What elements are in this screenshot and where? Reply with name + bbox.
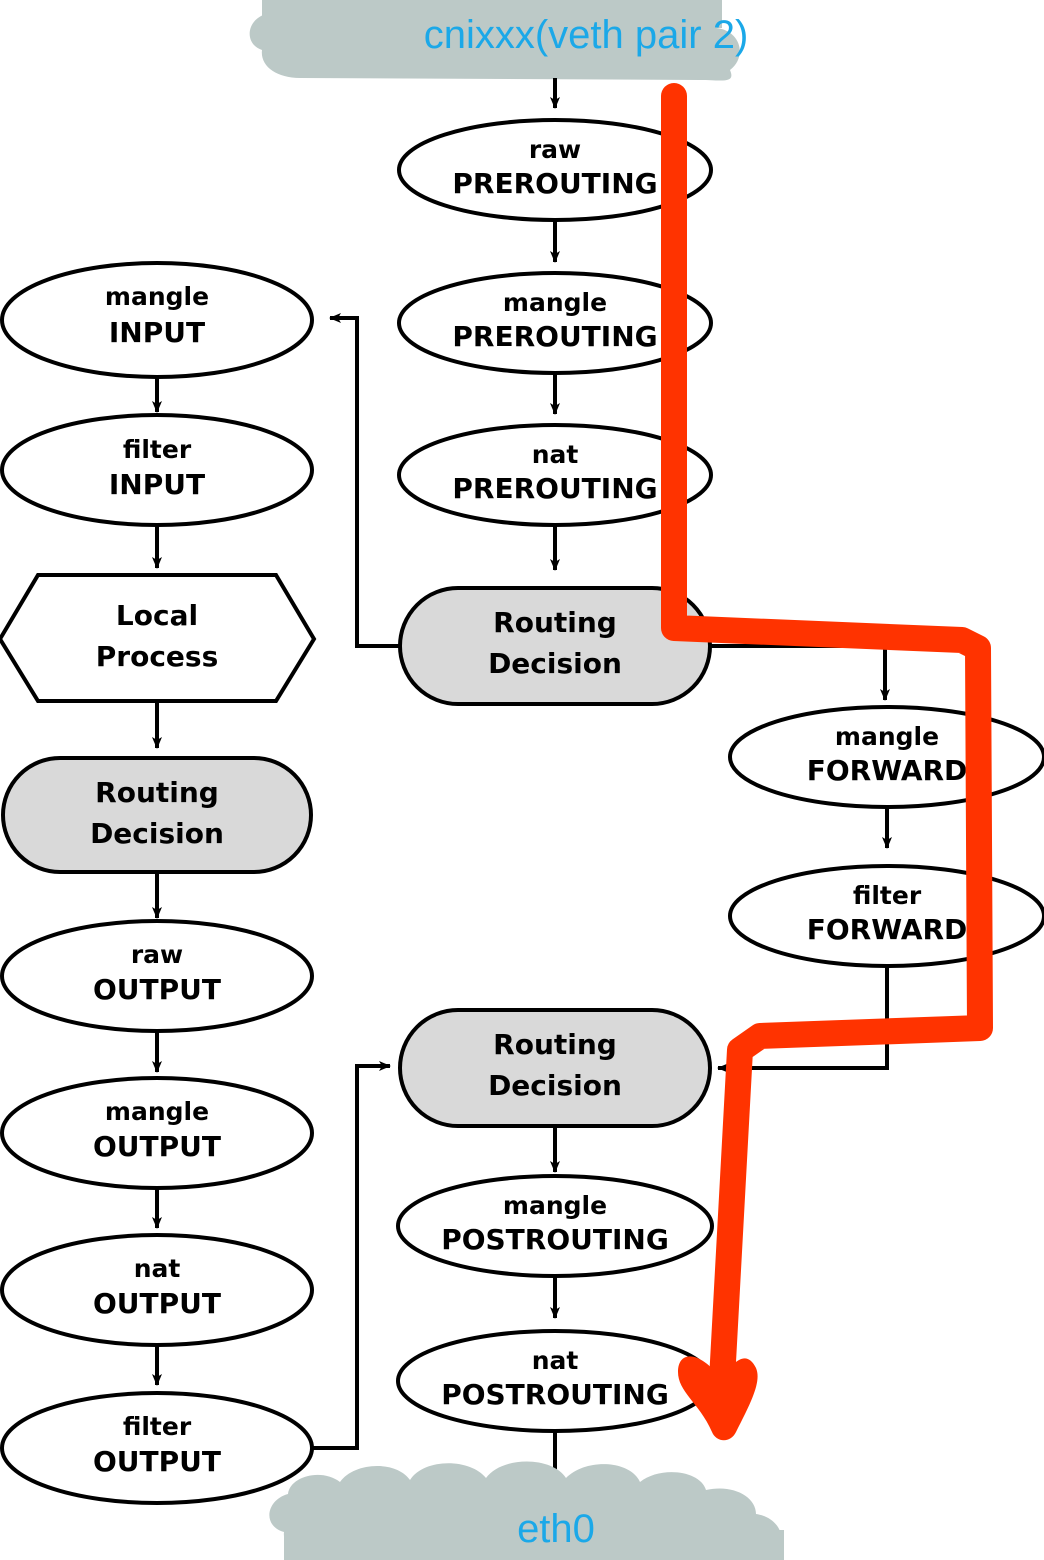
mangle-output-chain: OUTPUT (93, 1130, 221, 1163)
routing-decision-postrouting-line1: Routing (493, 1028, 617, 1061)
edge-decision-to-mangle-forward (710, 644, 890, 701)
raw-prerouting-chain: PREROUTING (452, 167, 657, 200)
local-process-line1: Local (116, 599, 198, 632)
ingress-cloud-label: cnixxx(veth pair 2) (424, 13, 749, 57)
egress-cloud: eth0 (269, 1461, 784, 1560)
routing-decision-output-line2: Decision (90, 817, 224, 850)
mangle-input-table: mangle (105, 282, 209, 311)
filter-forward-table: filter (853, 881, 922, 910)
edge-decision-to-mangle-input (329, 313, 400, 648)
node-raw-output: raw OUTPUT (0, 919, 314, 1033)
mangle-forward-chain: FORWARD (807, 754, 968, 787)
egress-cloud-label: eth0 (517, 1507, 595, 1551)
ingress-cloud: cnixxx(veth pair 2) (249, 0, 749, 81)
node-mangle-input: mangle INPUT (0, 261, 314, 379)
mangle-prerouting-table: mangle (503, 288, 607, 317)
nat-postrouting-table: nat (532, 1346, 579, 1375)
node-filter-forward: filter FORWARD (728, 864, 1044, 968)
node-mangle-prerouting: mangle PREROUTING (397, 271, 713, 375)
filter-forward-chain: FORWARD (807, 913, 968, 946)
filter-output-table: filter (123, 1412, 192, 1441)
mangle-prerouting-chain: PREROUTING (452, 320, 657, 353)
node-local-process: Local Process (0, 573, 317, 703)
raw-prerouting-table: raw (529, 135, 581, 164)
node-mangle-postrouting: mangle POSTROUTING (396, 1174, 714, 1278)
mangle-forward-table: mangle (835, 722, 939, 751)
routing-decision-output-line1: Routing (95, 776, 219, 809)
node-nat-postrouting: nat POSTROUTING (396, 1329, 714, 1433)
nat-prerouting-table: nat (532, 440, 579, 469)
node-mangle-forward: mangle FORWARD (728, 705, 1044, 809)
nat-output-table: nat (134, 1254, 181, 1283)
mangle-postrouting-chain: POSTROUTING (441, 1223, 669, 1256)
filter-input-chain: INPUT (109, 468, 205, 501)
routing-decision-prerouting-line1: Routing (493, 606, 617, 639)
node-nat-prerouting: nat PREROUTING (397, 423, 713, 527)
routing-decision-postrouting-line2: Decision (488, 1069, 622, 1102)
node-mangle-output: mangle OUTPUT (0, 1076, 314, 1190)
nat-postrouting-chain: POSTROUTING (441, 1378, 669, 1411)
mangle-input-chain: INPUT (109, 316, 205, 349)
local-process-line2: Process (96, 640, 219, 673)
raw-output-table: raw (131, 940, 183, 969)
node-filter-input: filter INPUT (0, 413, 314, 527)
nat-prerouting-chain: PREROUTING (452, 472, 657, 505)
node-routing-decision-prerouting: Routing Decision (398, 586, 712, 706)
edge-filter-forward-to-postrouting-decision (717, 966, 889, 1073)
filter-output-chain: OUTPUT (93, 1445, 221, 1478)
routing-decision-prerouting-line2: Decision (488, 647, 622, 680)
mangle-postrouting-table: mangle (503, 1191, 607, 1220)
filter-input-table: filter (123, 435, 192, 464)
mangle-output-table: mangle (105, 1097, 209, 1126)
node-filter-output: filter OUTPUT (0, 1391, 314, 1505)
node-routing-decision-postrouting: Routing Decision (398, 1008, 712, 1128)
red-highlight-path (661, 83, 993, 1441)
edge-filter-output-to-postrouting-decision (312, 1061, 391, 1450)
node-routing-decision-output: Routing Decision (1, 756, 313, 874)
raw-output-chain: OUTPUT (93, 973, 221, 1006)
nat-output-chain: OUTPUT (93, 1287, 221, 1320)
node-raw-prerouting: raw PREROUTING (397, 118, 713, 222)
node-nat-output: nat OUTPUT (0, 1233, 314, 1347)
